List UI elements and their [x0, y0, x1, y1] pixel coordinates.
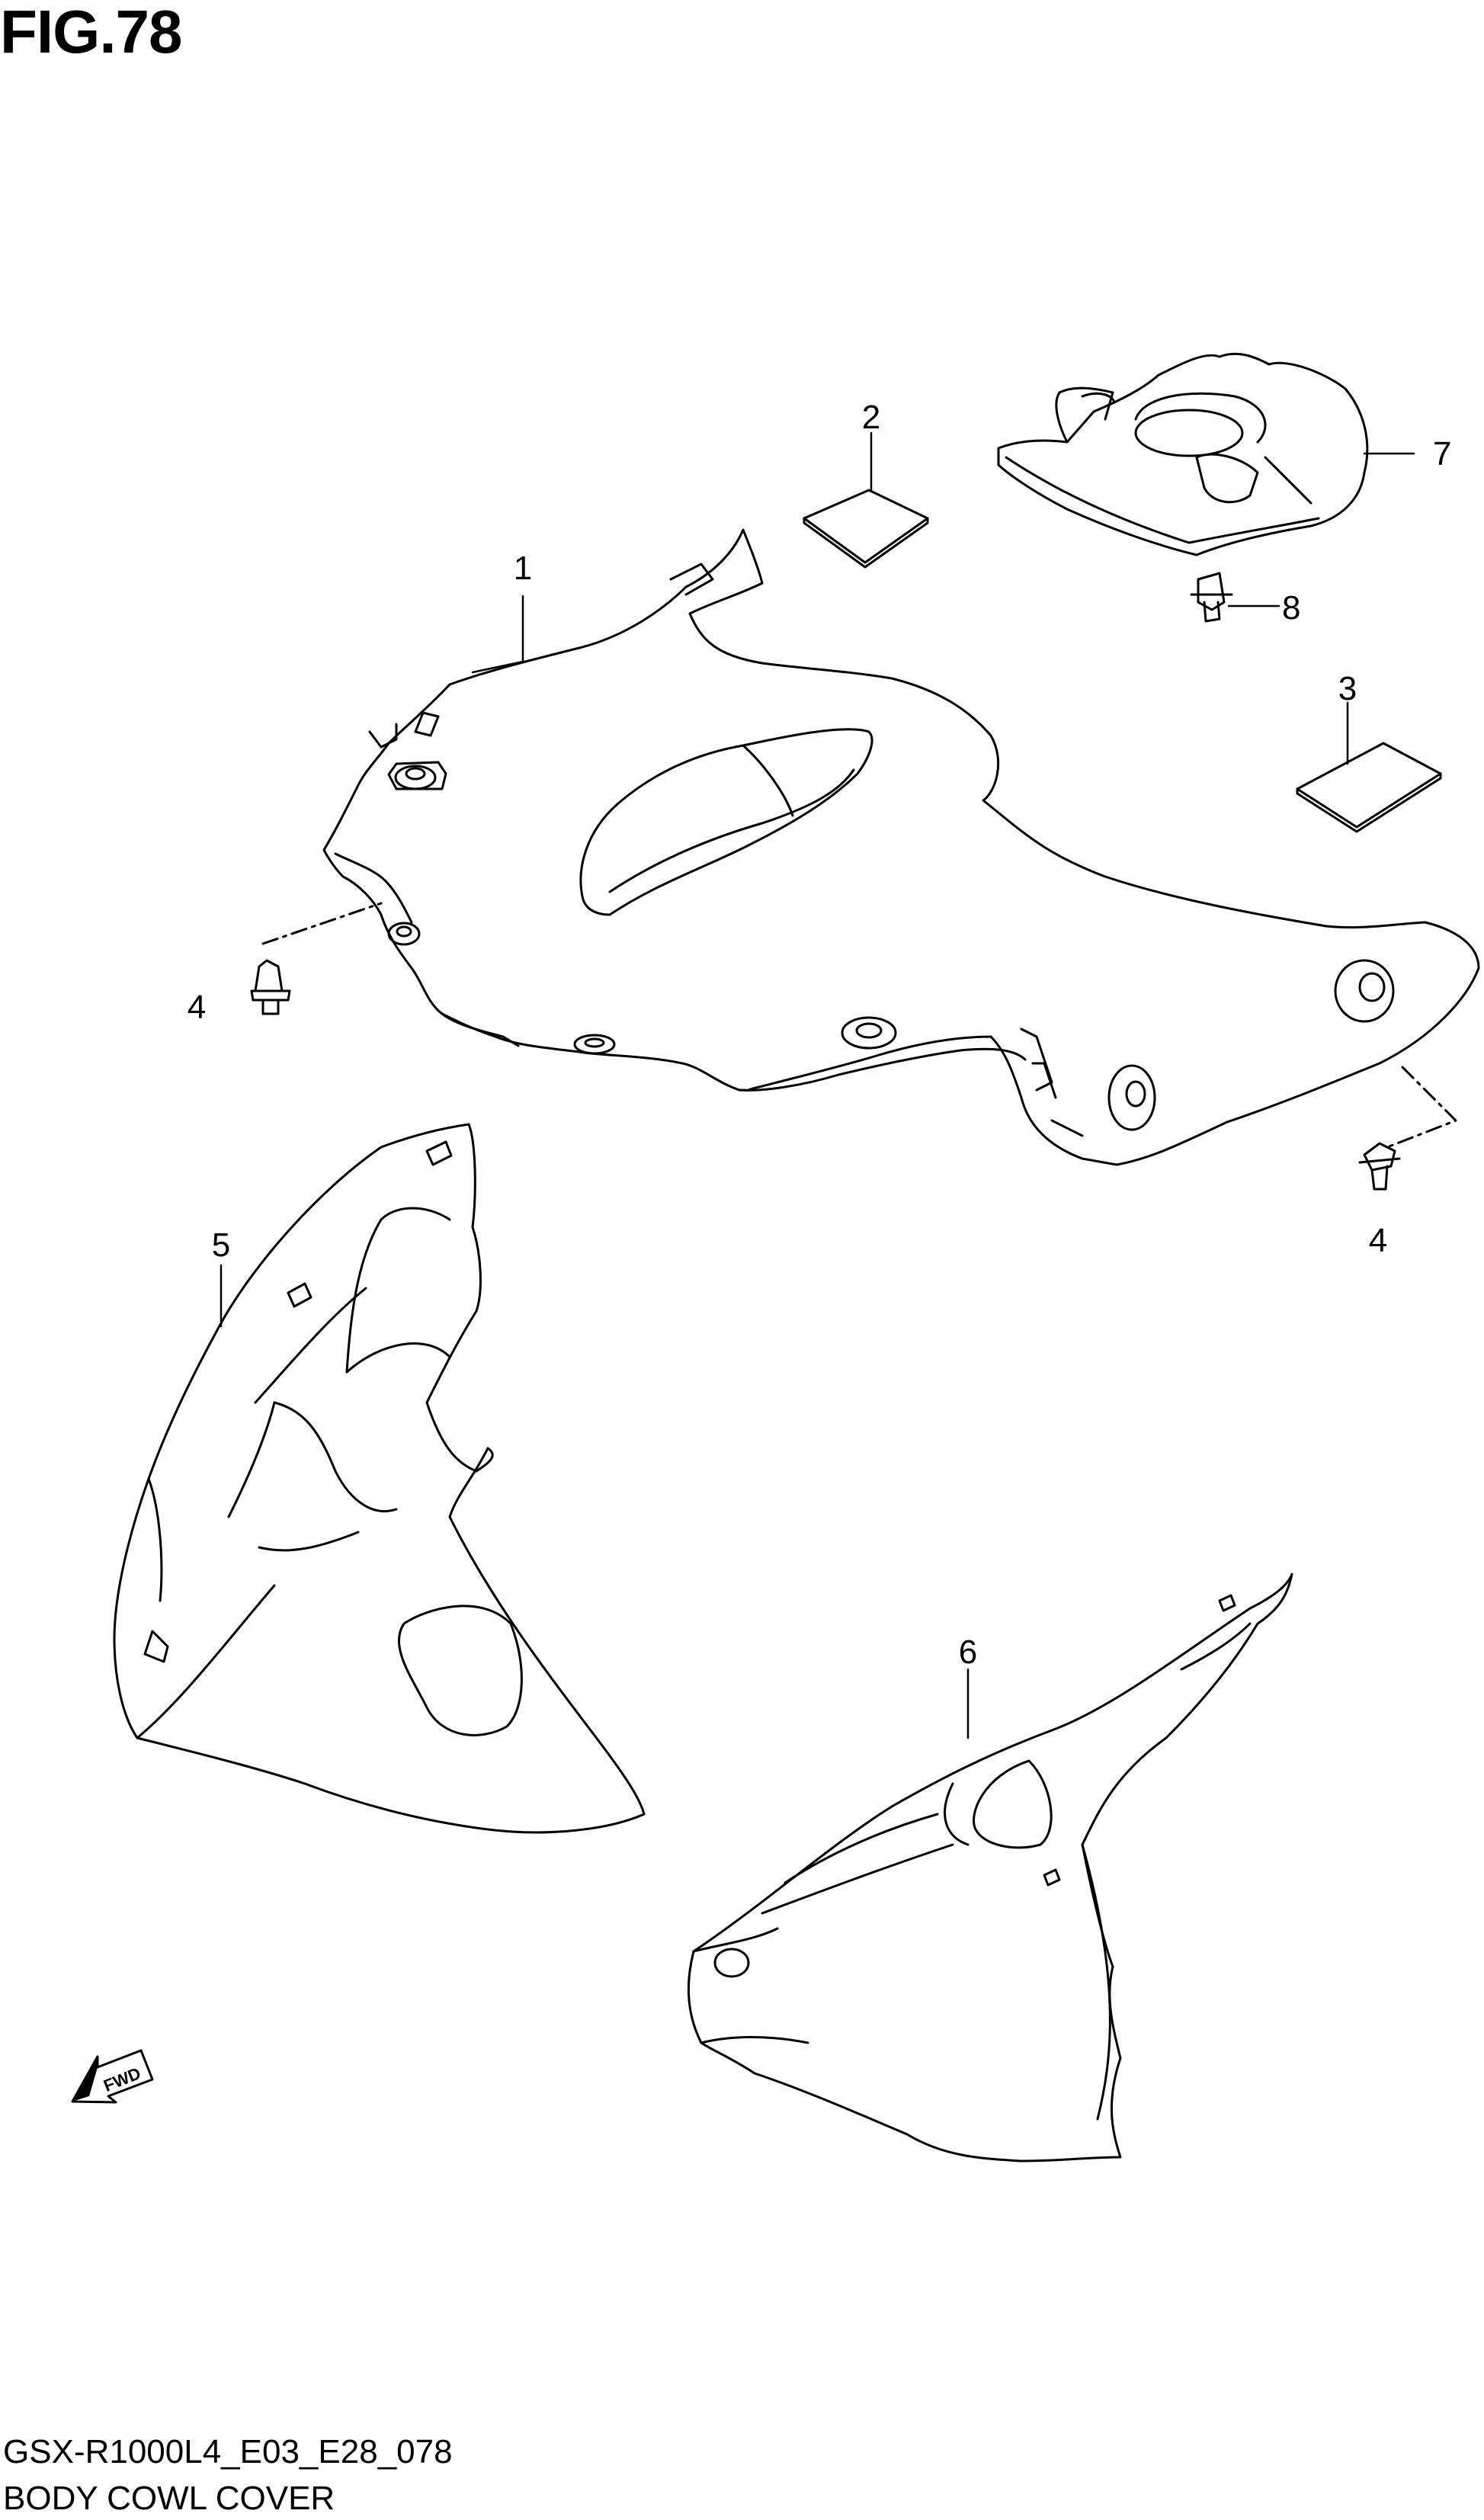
callout-4-left: 4 — [188, 989, 206, 1026]
part-5-left-cover — [113, 1123, 646, 1834]
callout-7: 7 — [1433, 435, 1451, 473]
figure-title: FIG.78 — [0, 0, 183, 66]
part-2-pad — [803, 489, 929, 569]
callout-4-right: 4 — [1369, 1222, 1387, 1259]
callout-1: 1 — [514, 550, 532, 587]
part-7-bracket — [997, 352, 1369, 556]
callout-6: 6 — [959, 1634, 977, 1671]
part-3-pad — [1296, 742, 1442, 833]
part-4-leader-right — [1386, 1066, 1457, 1149]
part-4-leader-left — [261, 902, 383, 945]
callout-2: 2 — [862, 399, 880, 436]
callout-leaders — [220, 431, 1415, 1739]
part-4-clip-left — [250, 959, 291, 1015]
callout-3: 3 — [1338, 670, 1357, 707]
callout-5: 5 — [212, 1226, 230, 1264]
part-8-bolt — [1190, 572, 1233, 623]
section-name: BODY COWL COVER — [3, 2480, 335, 2517]
callout-8: 8 — [1282, 589, 1300, 627]
part-4-clip-right — [1358, 1142, 1401, 1191]
model-code: GSX-R1000L4_E03_E28_078 — [3, 2433, 453, 2470]
part-6-right-cover — [687, 1573, 1293, 2163]
fwd-arrow: FWD — [71, 2049, 154, 2104]
part-1-body-cowl — [322, 528, 1480, 1166]
